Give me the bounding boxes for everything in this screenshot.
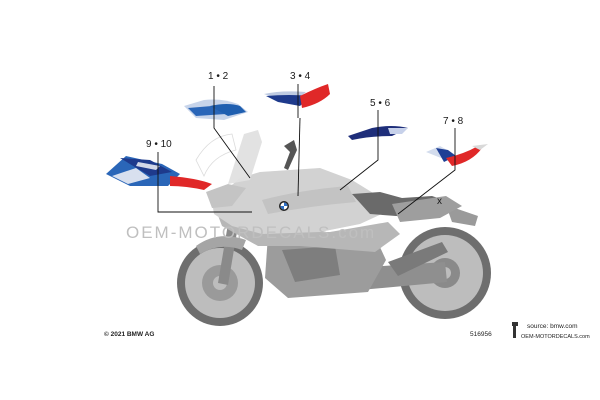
source-credit-line1: source: bmw.com xyxy=(527,323,578,330)
callout-7-8: 7 • 8 xyxy=(443,116,464,127)
leader-lines xyxy=(157,84,456,215)
motorcycle-illustration xyxy=(177,130,491,326)
mirror xyxy=(284,140,297,170)
body-lower xyxy=(214,205,400,252)
front-fender xyxy=(196,236,246,254)
windscreen xyxy=(228,130,262,184)
callout-x-mark: x xyxy=(437,196,442,207)
diagram-number: 516956 xyxy=(470,331,492,338)
source-credit-line2: OEM-MOTORDECALS.com xyxy=(521,334,590,340)
front-beak xyxy=(206,184,246,208)
decal-9-10 xyxy=(106,156,212,190)
callout-1-2: 1 • 2 xyxy=(208,71,229,82)
exhaust xyxy=(388,242,448,276)
stamp-logo-icon xyxy=(512,322,518,338)
bmw-logo-icon xyxy=(279,201,289,211)
watermark-text: OEM-MOTORDECALS.com xyxy=(126,223,376,242)
callout-3-4: 3 • 4 xyxy=(290,71,311,82)
tail-section xyxy=(392,196,462,222)
callout-9-10: 9 • 10 xyxy=(146,139,172,150)
decal-3-4 xyxy=(264,84,330,108)
decal-7-8 xyxy=(426,144,488,166)
decal-1-2 xyxy=(184,99,248,120)
ghost-outline xyxy=(195,133,237,177)
source-credit: source: bmw.com OEM-MOTORDECALS.com xyxy=(512,322,590,340)
callout-5-6: 5 • 6 xyxy=(370,98,391,109)
copyright-text: © 2021 BMW AG xyxy=(104,330,154,338)
